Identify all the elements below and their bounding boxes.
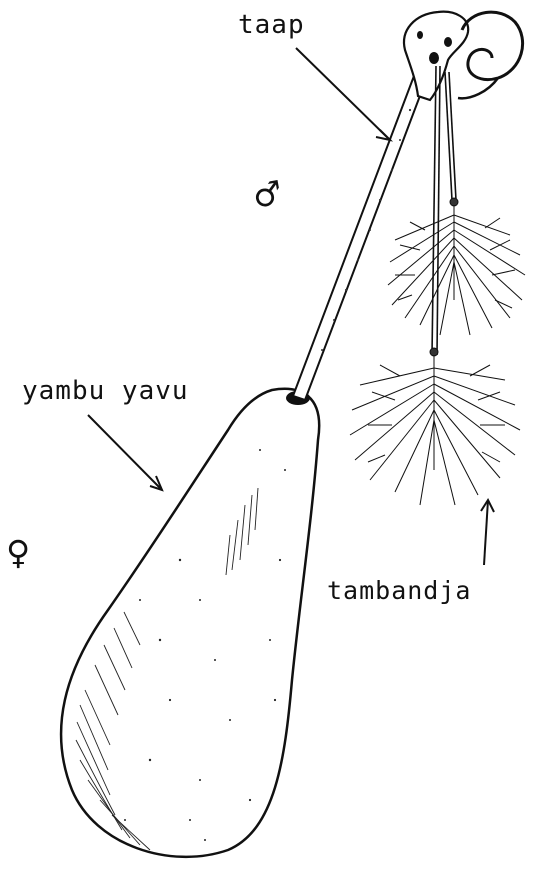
arrow-yambu-yavu: [88, 415, 162, 490]
taap-stick: [293, 12, 523, 400]
taap-spiral: [462, 12, 523, 79]
yambu-yavu-gourd: [61, 389, 319, 857]
tambandja-tuft-upper: [388, 198, 525, 335]
female-symbol-icon: ♀: [6, 530, 31, 576]
tambandja-tuft-lower: [350, 348, 520, 505]
label-yambu-yavu: yambu yavu: [22, 376, 189, 406]
label-taap: taap: [238, 10, 305, 40]
arrow-tambandja: [484, 500, 488, 565]
arrow-taap: [296, 48, 390, 140]
label-tambandja: tambandja: [327, 576, 471, 605]
